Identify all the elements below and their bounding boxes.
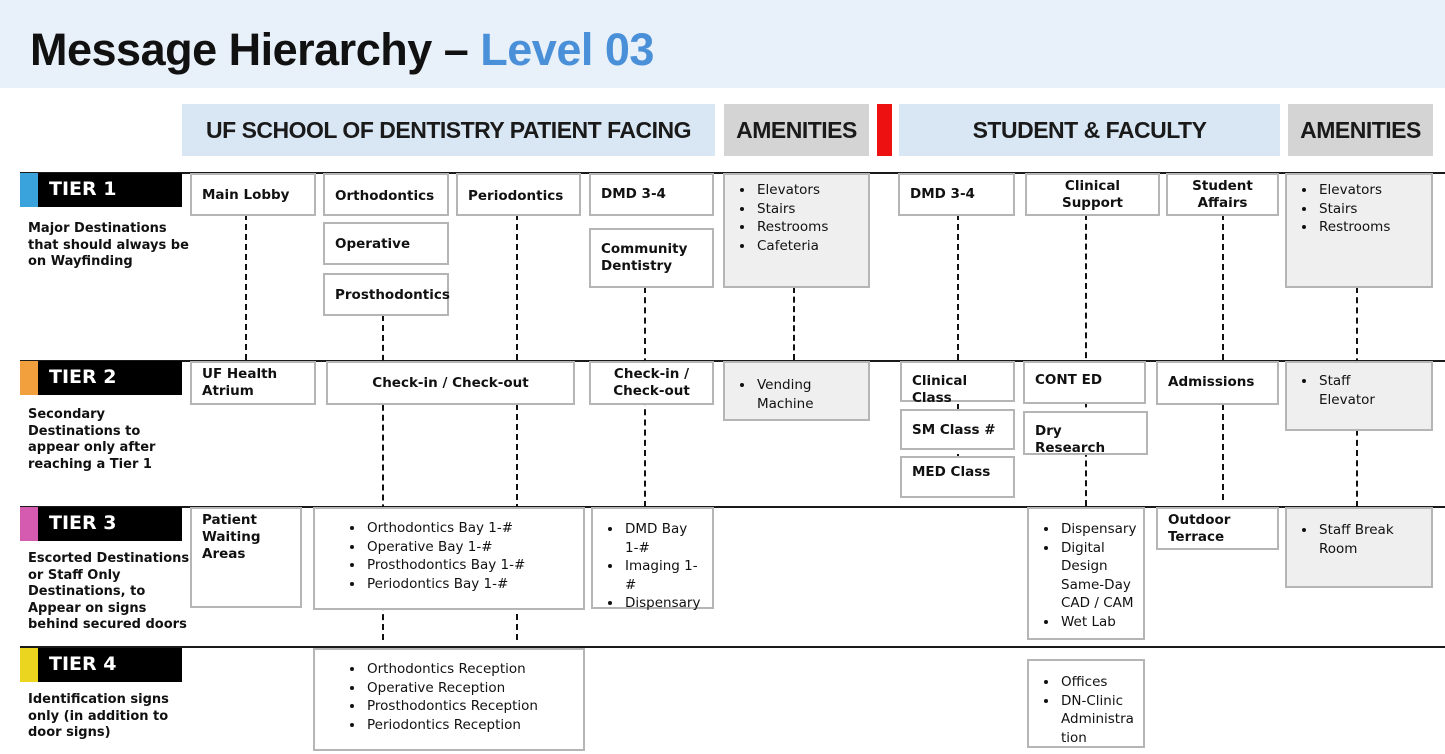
box-prosthodontics: Prosthodontics: [323, 273, 450, 316]
box-orthodontics: Orthodontics: [323, 173, 449, 216]
box-checkin-checkout-wide: Check-in / Check-out: [326, 361, 575, 405]
tier3-swatch: [20, 507, 38, 541]
page-title-accent: Level 03: [480, 24, 654, 75]
list-item: Operative Reception: [365, 679, 575, 698]
box-dry-research: Dry Research: [1023, 411, 1148, 456]
box-outdoor-terrace: Outdoor Terrace: [1156, 507, 1279, 550]
connector-prosthodontics: [382, 315, 384, 640]
box-patient-waiting-areas: Patient Waiting Areas: [190, 507, 302, 608]
connector-main-lobby: [245, 214, 247, 360]
list-item: DMD Bay 1-#: [623, 520, 704, 557]
list-item: Elevators: [755, 181, 860, 200]
box-receptions: Orthodontics Reception Operative Recepti…: [313, 648, 585, 751]
box-main-lobby: Main Lobby: [190, 173, 316, 216]
list-item: Wet Lab: [1059, 613, 1135, 632]
list-item: Restrooms: [755, 218, 860, 237]
list-item: Staff Elevator: [1317, 372, 1402, 409]
list-item: Dispensary: [1059, 520, 1136, 539]
list-item: Vending Machine: [755, 376, 860, 413]
header-student-faculty: STUDENT & FACULTY: [899, 104, 1280, 156]
box-vending: Vending Machine: [723, 361, 870, 421]
title-band: [0, 0, 1445, 88]
box-clinical-support: Clinical Support: [1025, 173, 1160, 216]
list-item: Prosthodontics Bay 1-#: [365, 556, 575, 575]
tier4-title: TIER 4: [49, 653, 117, 675]
box-dispensary-lab: Dispensary Digital Design Same-Day CAD /…: [1027, 507, 1145, 640]
box-checkin-checkout-narrow: Check-in / Check-out: [589, 361, 714, 405]
list-item: Orthodontics Bay 1-#: [365, 519, 575, 538]
tier1-swatch: [20, 173, 38, 207]
box-sm-class: SM Class #: [900, 409, 1015, 450]
header-uf-patient-facing: UF SCHOOL OF DENTISTRY PATIENT FACING: [182, 104, 715, 156]
box-cont-ed: CONT ED: [1023, 361, 1146, 404]
box-offices: Offices DN-Clinic Administration: [1027, 659, 1145, 748]
box-staff-elevator: Staff Elevator: [1285, 361, 1433, 431]
list-item: Restrooms: [1317, 218, 1423, 237]
box-community-dentistry: Community Dentistry: [589, 228, 714, 288]
box-staff-break-room: Staff Break Room: [1285, 507, 1433, 588]
box-operative: Operative: [323, 222, 449, 265]
tier4-divider: [20, 646, 1445, 648]
connector-amenities-left: [793, 287, 795, 360]
box-amenities-left-tier1: Elevators Stairs Restrooms Cafeteria: [723, 173, 870, 288]
tier2-title: TIER 2: [49, 366, 117, 388]
list-item: Dispensary: [623, 594, 704, 613]
connector-periodontics: [516, 214, 518, 640]
tier2-label: TIER 2: [20, 361, 182, 395]
box-dmd-bays: DMD Bay 1-# Imaging 1-# Dispensary: [591, 507, 714, 611]
box-uf-health-atrium: UF Health Atrium: [190, 361, 316, 405]
list-item: Digital Design Same-Day CAD / CAM: [1059, 539, 1135, 613]
list-item: Prosthodontics Reception: [365, 697, 575, 716]
list-item: Staff Break Room: [1317, 521, 1423, 558]
tier3-title: TIER 3: [49, 512, 117, 534]
tier1-label: TIER 1: [20, 173, 182, 207]
list-item: Imaging 1-#: [623, 557, 704, 594]
list-item: Periodontics Reception: [365, 716, 575, 735]
box-dmd34-right: DMD 3-4: [898, 173, 1015, 216]
tier2-swatch: [20, 361, 38, 395]
connector-dmd-right: [957, 214, 959, 470]
box-clinic-bays: Orthodontics Bay 1-# Operative Bay 1-# P…: [313, 507, 585, 610]
box-clinical-class: Clinical Class: [900, 361, 1015, 406]
box-periodontics: Periodontics: [456, 173, 581, 216]
tier2-description: Secondary Destinations to appear only af…: [28, 407, 156, 472]
list-item: Elevators: [1317, 181, 1423, 200]
list-item: Cafeteria: [755, 237, 860, 256]
tier4-label: TIER 4: [20, 648, 182, 682]
list-item: Offices: [1059, 673, 1135, 692]
header-amenities-left: AMENITIES: [724, 104, 869, 156]
section-divider-marker: [877, 104, 892, 156]
list-item: Orthodontics Reception: [365, 660, 575, 679]
box-student-affairs: Student Affairs: [1166, 173, 1279, 216]
list-item: Operative Bay 1-#: [365, 538, 575, 557]
tier3-label: TIER 3: [20, 507, 182, 541]
list-item: DN-Clinic Administration: [1059, 692, 1135, 748]
tier1-title: TIER 1: [49, 178, 117, 200]
tier3-divider: [20, 506, 1445, 508]
list-item: Stairs: [1317, 200, 1423, 219]
tier4-description: Identification signs only (in addition t…: [28, 692, 169, 740]
box-amenities-right-tier1: Elevators Stairs Restrooms: [1285, 173, 1433, 288]
list-item: Periodontics Bay 1-#: [365, 575, 575, 594]
box-med-class: MED Class: [900, 456, 1015, 498]
list-item: Stairs: [755, 200, 860, 219]
box-admissions: Admissions: [1156, 361, 1279, 405]
tier3-description: Escorted Destinations or Staff Only Dest…: [28, 551, 190, 632]
page-title: Message Hierarchy – Level 03: [30, 24, 654, 75]
connector-clinical-support: [1085, 214, 1087, 506]
header-amenities-right: AMENITIES: [1288, 104, 1433, 156]
connector-student-affairs: [1222, 214, 1224, 500]
box-dmd34-left: DMD 3-4: [589, 173, 714, 216]
tier4-swatch: [20, 648, 38, 682]
tier1-description: Major Destinations that should always be…: [28, 221, 189, 269]
